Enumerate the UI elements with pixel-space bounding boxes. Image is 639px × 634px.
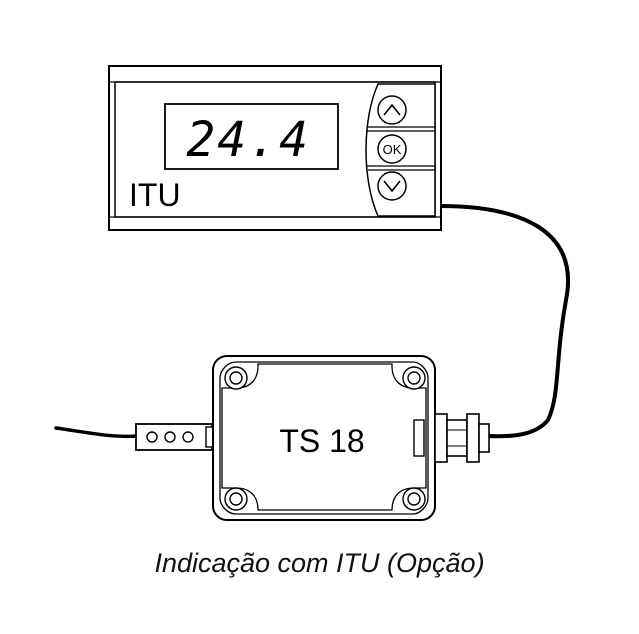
itu-label: ITU	[129, 177, 181, 213]
ok-button[interactable]: OK	[377, 134, 407, 164]
probe-cable	[54, 426, 140, 439]
ts18-sensor-housing: TS 18	[212, 355, 436, 521]
cable-gland	[434, 413, 490, 463]
connection-cable	[438, 204, 570, 439]
ok-label: OK	[383, 142, 402, 157]
figure-caption: Indicação com ITU (Opção)	[154, 548, 485, 578]
temperature-probe	[135, 423, 217, 451]
up-button[interactable]	[377, 95, 407, 125]
lcd-display	[164, 103, 339, 170]
sensor-label: TS 18	[279, 423, 364, 459]
chevron-up-icon	[383, 103, 401, 116]
down-button[interactable]	[377, 171, 407, 201]
chevron-down-icon	[383, 180, 401, 193]
itu-indicator: 24.4 ITU OK	[108, 65, 442, 231]
display-reading: 24.4	[186, 112, 310, 168]
